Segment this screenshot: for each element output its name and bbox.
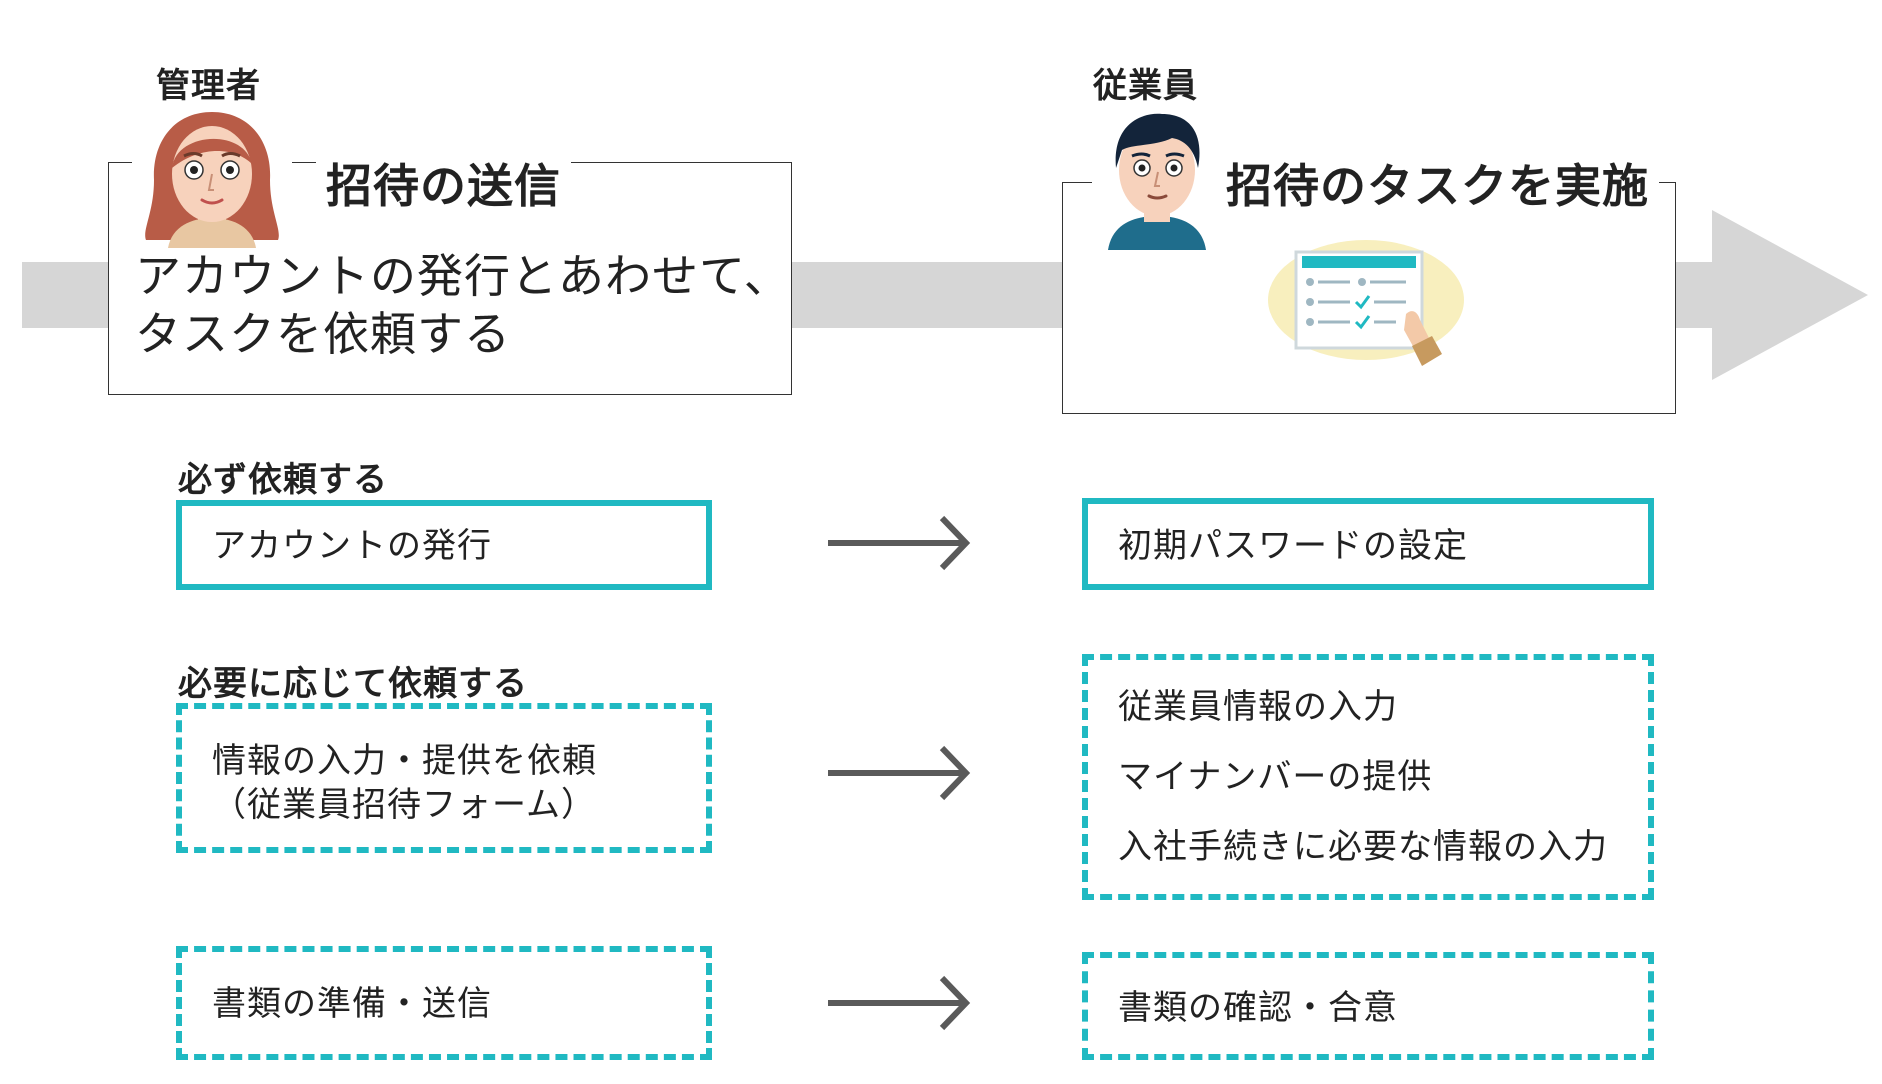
checklist-illustration [1268,240,1464,366]
list-item: 従業員情報の入力 [1118,687,1398,727]
list-item: 入社手続きに必要な情報の入力 [1118,827,1608,867]
info-request-box: 情報の入力・提供を依頼 （従業員招待フォーム） [176,703,712,853]
docs-prepare-box: 書類の準備・送信 [176,946,712,1060]
employee-role-label: 従業員 [1093,66,1198,106]
admin-role-label: 管理者 [156,66,261,106]
man-avatar-icon [1092,106,1222,250]
send-invitation-description: アカウントの発行とあわせて、 タスクを依頼する [135,249,791,361]
initial-password-text: 初期パスワードの設定 [1118,526,1468,566]
arrow-right-icon [828,515,971,571]
docs-confirm-box: 書類の確認・合意 [1082,952,1654,1060]
docs-prepare-text: 書類の準備・送信 [212,984,492,1024]
info-request-text: 情報の入力・提供を依頼 （従業員招待フォーム） [212,741,597,825]
arrow-right-icon [828,975,971,1031]
optional-section-label: 必要に応じて依頼する [178,664,528,704]
employee-info-box: 従業員情報の入力 マイナンバーの提供 入社手続きに必要な情報の入力 [1082,654,1654,900]
account-issue-box: アカウントの発行 [176,500,712,590]
docs-confirm-text: 書類の確認・合意 [1118,988,1398,1028]
send-invitation-title: 招待の送信 [316,150,571,216]
employee-info-list: 従業員情報の入力 マイナンバーの提供 入社手続きに必要な情報の入力 [1118,682,1608,892]
woman-avatar-icon [132,108,292,248]
required-section-label: 必ず依頼する [178,460,388,500]
account-issue-text: アカウントの発行 [212,526,492,566]
perform-tasks-title: 招待のタスクを実施 [1216,150,1659,216]
arrow-right-icon [828,745,971,801]
list-item: マイナンバーの提供 [1118,757,1433,797]
initial-password-box: 初期パスワードの設定 [1082,498,1654,590]
